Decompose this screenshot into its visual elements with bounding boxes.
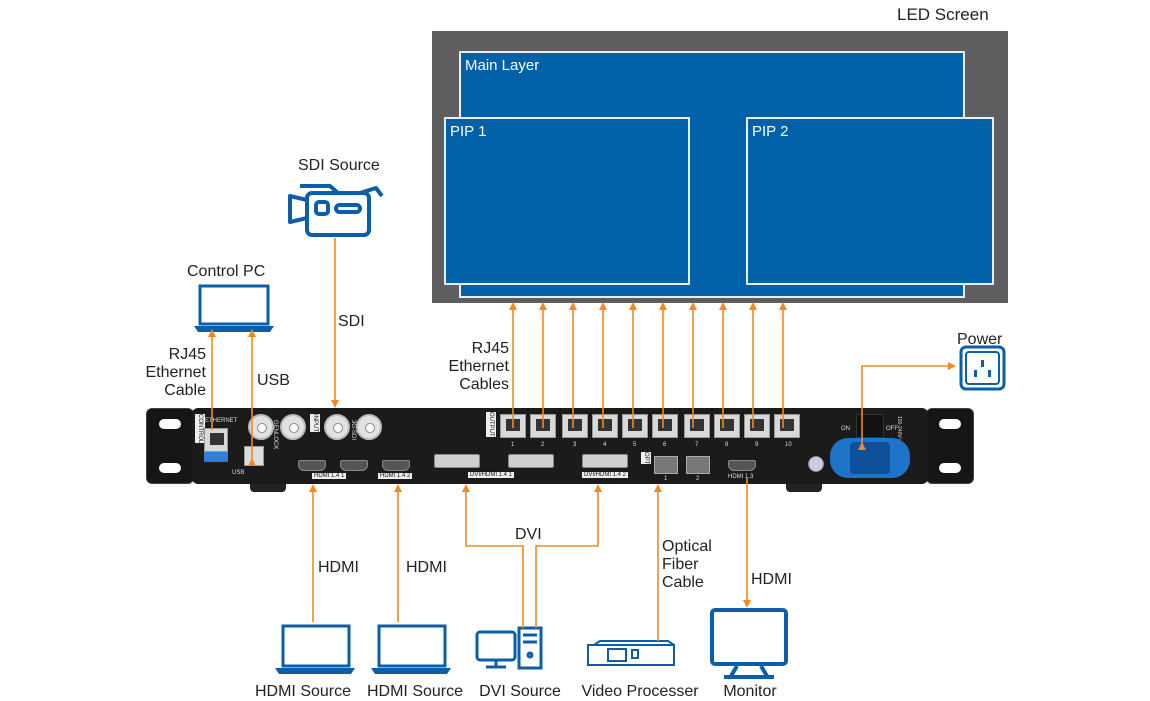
usb-cable-label: USB: [257, 372, 290, 389]
output-port-label: 3: [573, 442, 577, 448]
pip1-label: PIP 1: [450, 123, 487, 140]
output-port-label: 10: [785, 442, 792, 448]
output-port-label: 7: [695, 442, 699, 448]
output-port-label: 5: [633, 442, 637, 448]
dvi-cable-label: DVI: [515, 526, 542, 543]
device-foot: [250, 484, 286, 492]
output-port-3[interactable]: [562, 414, 588, 438]
led-screen: Main Layer PIP 1 PIP 2: [432, 31, 1008, 303]
dvi-2-label: DVI/HDMI 1.4 2: [582, 472, 629, 478]
output-port-5[interactable]: [622, 414, 648, 438]
rj45-cable-label-line3: Cable: [164, 382, 206, 399]
video-processor-icon: [587, 640, 675, 666]
video-camera-icon: [288, 184, 384, 237]
laptop-icon: [371, 624, 451, 674]
output-port-label: 6: [663, 442, 667, 448]
hdmi-out-port[interactable]: [728, 460, 756, 471]
output-port-label: 1: [511, 442, 515, 448]
dvi-loop-1-port[interactable]: [508, 454, 554, 468]
usb-a-port[interactable]: [204, 452, 228, 462]
opt-port-1[interactable]: [654, 456, 678, 474]
power-on-label: ON: [841, 426, 850, 432]
ethernet-port-label: ETHERNET: [205, 418, 238, 424]
output-section-label: OUTPUT: [486, 412, 496, 437]
output-port-4[interactable]: [592, 414, 618, 438]
pip1-layer: PIP 1: [444, 117, 690, 285]
opt-section-label: OPT: [641, 452, 651, 465]
laptop-icon: [194, 284, 274, 332]
rj45-cables-label-line2: Ethernet: [448, 358, 509, 375]
pip2-layer: PIP 2: [746, 117, 994, 285]
optical-cable-label-line1: Optical: [662, 538, 712, 555]
source-label-monitor: Monitor: [723, 683, 777, 700]
hdmi-cable-label-1: HDMI: [318, 559, 359, 576]
source-label-dvi: DVI Source: [479, 683, 561, 700]
control-ethernet-port[interactable]: [204, 428, 228, 452]
desktop-pc-icon: [475, 626, 543, 670]
optical-cable-label-line3: Cable: [662, 574, 704, 591]
dvi-1-label: DVI/HDMI 1.4 1: [468, 472, 515, 478]
output-port-label: 4: [603, 442, 607, 448]
power-outlet-icon: [959, 345, 1006, 391]
control-pc-label: Control PC: [187, 263, 266, 280]
opt-port-1-label: 1: [664, 476, 668, 482]
cable-arrows: [208, 238, 956, 641]
opt-port-2-label: 2: [696, 476, 700, 482]
sdi-in-bnc[interactable]: [324, 414, 350, 440]
laptop-icon: [275, 624, 355, 674]
input-section-label: INPUT: [310, 414, 320, 432]
source-label-hdmi-1: HDMI Source: [254, 683, 352, 700]
hdmi-2-label: HDMI 1.4 2: [378, 473, 413, 479]
hdmi-loop-1-port[interactable]: [340, 460, 368, 471]
device-foot: [786, 484, 822, 492]
opt-port-2[interactable]: [686, 456, 710, 474]
hdmi-in-1-port[interactable]: [298, 460, 326, 471]
genlock-label: GENLOCK: [272, 420, 278, 450]
pip2-label: PIP 2: [752, 123, 789, 140]
output-port-label: 8: [725, 442, 729, 448]
hdmi-out-label: HDMI 1.3: [728, 474, 754, 480]
power-label: Power: [957, 331, 1003, 348]
sdi-cable-label: SDI: [338, 313, 365, 330]
rj45-cables-label-line1: RJ45: [471, 340, 509, 357]
led-screen-title: LED Screen: [897, 5, 989, 24]
rack-ear-left: [146, 408, 194, 484]
output-port-6[interactable]: [652, 414, 678, 438]
ground-screw-icon: [808, 456, 824, 472]
dvi-in-2-port[interactable]: [582, 454, 628, 468]
hdmi-1-label: HDMI 1.4 1: [312, 473, 347, 479]
usb-port-label: USB: [232, 470, 245, 476]
rj45-cable-label-line2: Ethernet: [145, 364, 206, 381]
source-label-video-processor: Video Processer: [581, 683, 699, 700]
dvi-in-1-port[interactable]: [434, 454, 480, 468]
dvi-cable-arrow-1: [462, 484, 524, 628]
control-section-label: CONTROL: [195, 414, 205, 444]
genlock-loop-bnc[interactable]: [280, 414, 306, 440]
main-layer-label: Main Layer: [465, 57, 540, 74]
hdmi-in-2-port[interactable]: [382, 460, 410, 471]
power-cable-arrow: [858, 362, 956, 450]
sdi-source-label: SDI Source: [298, 157, 380, 174]
dvi-cable-arrow-2: [535, 484, 602, 628]
output-port-label: 2: [541, 442, 545, 448]
rj45-cable-label-line1: RJ45: [168, 346, 206, 363]
hdmi-out-cable-label: HDMI: [751, 571, 792, 588]
monitor-icon: [710, 608, 788, 679]
optical-cable-label-line2: Fiber: [662, 556, 699, 573]
sdi-port-label: 3G-SDI: [350, 420, 356, 441]
source-label-hdmi-2: HDMI Source: [366, 683, 464, 700]
rj45-cables-label-line3: Cables: [459, 376, 509, 393]
hdmi-cable-label-2: HDMI: [406, 559, 447, 576]
output-port-label: 9: [755, 442, 759, 448]
sdi-loop-bnc[interactable]: [356, 414, 382, 440]
